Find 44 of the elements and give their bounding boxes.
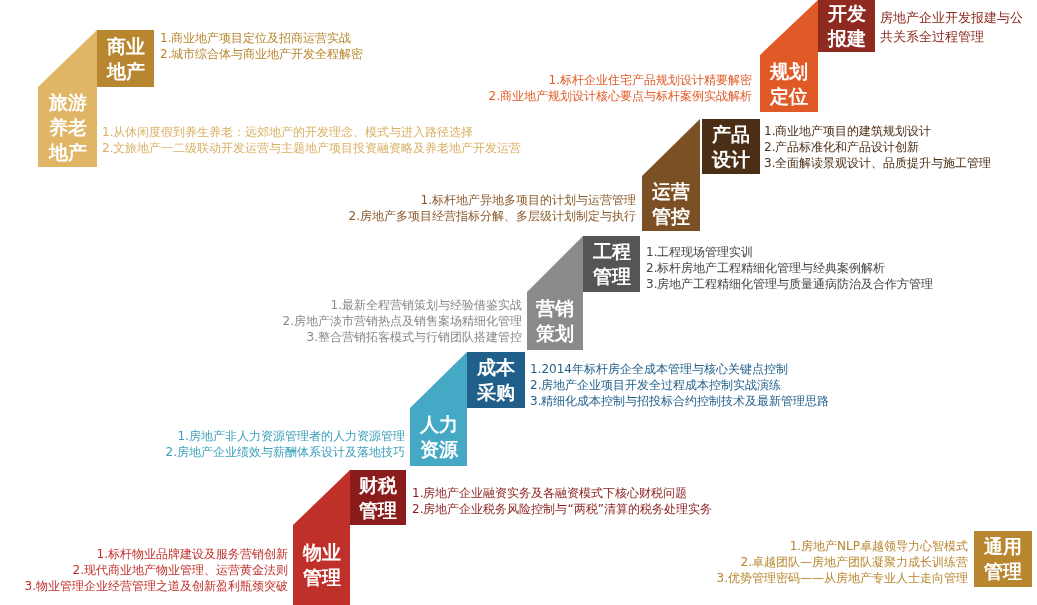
course-item: 2.商业地产规划设计核心要点与标杆案例实战解析	[488, 88, 752, 104]
category-box: 营销策划	[527, 292, 583, 350]
category-box: 商业地产	[97, 30, 154, 87]
course-item: 1.工程现场管理实训	[646, 244, 755, 260]
course-item: 2.产品标准化和产品设计创新	[764, 139, 921, 155]
category-box: 运营管控	[642, 176, 700, 231]
course-item: 3.优势管理密码——从房地产专业人士走向管理	[716, 570, 968, 586]
course-item: 房地产企业开发报建与公共关系全过程管理	[880, 9, 1024, 46]
course-item: 1.标杆企业住宅产品规划设计精要解密	[547, 72, 752, 88]
course-item: 2.城市综合体与商业地产开发全程解密	[160, 46, 364, 62]
category-box: 物业管理	[293, 525, 350, 605]
course-item: 1.房地产NLP卓越领导力心智模式	[788, 538, 968, 554]
category-box: 规划定位	[760, 55, 818, 112]
course-item: 2.卓越团队—房地产团队凝聚力成长训练营	[739, 554, 968, 570]
category-box: 通用管理	[974, 531, 1032, 587]
course-item: 1.商业地产项目的建筑规划设计	[764, 123, 933, 139]
course-item: 1.房地产企业融资实务及各融资模式下核心财税问题	[412, 485, 689, 501]
course-item: 1.房地产非人力资源管理者的人力资源管理	[176, 428, 405, 444]
course-item: 2.房地产企业税务风险控制与“两税”清算的税务处理实务	[412, 501, 712, 517]
course-item: 2.房地产多项目经营指标分解、多层级计划制定与执行	[348, 208, 636, 224]
course-item: 2.文旅地产一二级联动开发运营与主题地产项目投资融资略及养老地产开发运营	[102, 140, 522, 156]
course-item: 2.房地产淡市营销热点及销售案场精细化管理	[282, 313, 522, 329]
category-box: 财税管理	[350, 470, 406, 525]
course-item: 1.标杆物业品牌建设及服务营销创新	[95, 546, 288, 562]
category-box: 成本采购	[467, 352, 525, 408]
course-item: 2.房地产企业项目开发全过程成本控制实战演练	[530, 377, 783, 393]
course-item: 1.标杆地产异地多项目的计划与运营管理	[419, 192, 636, 208]
course-item: 3.房地产工程精细化管理与质量通病防治及合作方管理	[646, 276, 934, 292]
category-box: 产品设计	[702, 119, 760, 174]
course-item: 3.整合营销拓客模式与行销团队搭建管控	[305, 329, 522, 345]
course-item: 1.2014年标杆房企全成本管理与核心关键点控制	[530, 361, 789, 377]
course-item: 1.最新全程营销策划与经验借鉴实战	[329, 297, 522, 313]
course-item: 3.精细化成本控制与招投标合约控制技术及最新管理思路	[530, 393, 830, 409]
category-box: 旅游养老地产	[38, 87, 97, 167]
course-item: 3.全面解读景观设计、品质提升与施工管理	[764, 155, 992, 171]
course-item: 2.标杆房地产工程精细化管理与经典案例解析	[646, 260, 887, 276]
course-item: 2.房地产企业绩效与薪酬体系设计及落地技巧	[165, 444, 405, 460]
course-item: 1.从休闲度假到养生养老：远郊地产的开发理念、模式与进入路径选择	[102, 124, 475, 140]
category-box: 工程管理	[583, 236, 640, 292]
course-item: 1.商业地产项目定位及招商运营实战	[160, 30, 353, 46]
course-item: 3.物业管理企业经营管理之道及创新盈利瓶颈突破	[24, 578, 288, 594]
category-box: 人力资源	[410, 408, 467, 466]
category-box: 开发报建	[818, 0, 875, 52]
course-item: 2.现代商业地产物业管理、运营黄金法则	[71, 562, 288, 578]
